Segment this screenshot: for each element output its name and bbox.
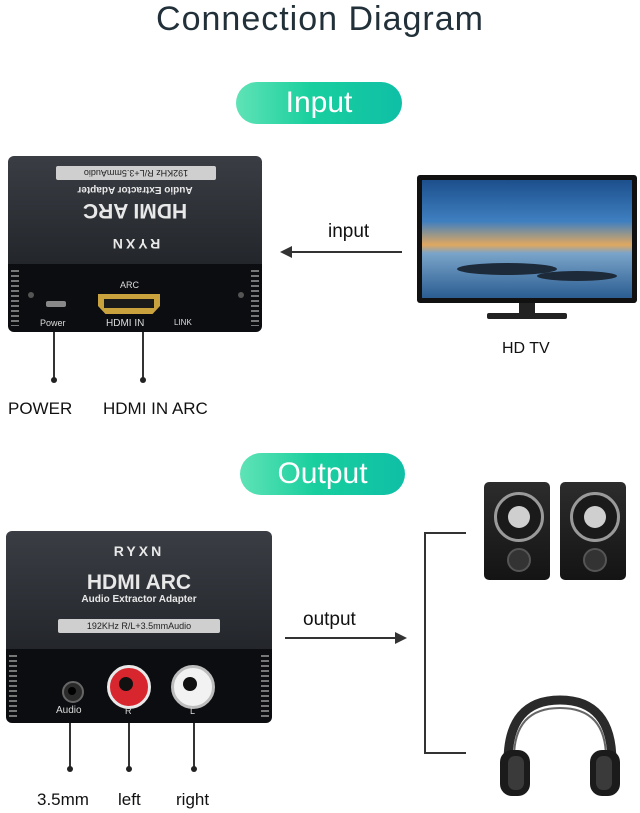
left-callout: left bbox=[118, 790, 141, 809]
input-device-subtitle: Audio Extractor Adapter bbox=[77, 184, 193, 195]
audio-label: Audio bbox=[56, 705, 82, 716]
hd-tv-label: HD TV bbox=[502, 340, 550, 357]
tv-icon bbox=[417, 175, 639, 327]
input-arrow bbox=[290, 251, 402, 253]
input-pill: Input bbox=[236, 82, 402, 124]
3-5mm-callout: 3.5mm bbox=[37, 790, 89, 809]
output-arrow-label: output bbox=[303, 609, 356, 630]
output-device-spec: 192KHz R/L+3.5mmAudio bbox=[86, 621, 192, 631]
hdmi-in-arc-callout: HDMI IN ARC bbox=[103, 399, 208, 418]
input-device-model: HDMI ARC bbox=[82, 199, 188, 222]
hdmi-in-label: HDMI IN bbox=[106, 318, 145, 329]
input-device-brand: RYXN bbox=[109, 236, 161, 252]
power-callout: POWER bbox=[8, 399, 73, 418]
output-arrow bbox=[285, 637, 395, 639]
rca-white-port bbox=[171, 665, 215, 709]
input-arrow-label: input bbox=[328, 221, 370, 242]
headphones-icon bbox=[498, 692, 622, 802]
l-label: L bbox=[190, 706, 196, 716]
output-bracket bbox=[424, 532, 466, 754]
input-device-spec: 192KHz R/L+3.5mmAudio bbox=[83, 168, 189, 178]
input-adapter-device: 192KHz R/L+3.5mmAudio Audio Extractor Ad… bbox=[8, 156, 262, 332]
output-device-brand: RYXN bbox=[113, 543, 165, 559]
power-label: Power bbox=[40, 318, 66, 328]
power-port bbox=[46, 301, 66, 307]
output-device-model: HDMI ARC bbox=[86, 571, 192, 594]
page-title: Connection Diagram bbox=[156, 0, 484, 38]
output-adapter-device: RYXN HDMI ARC Audio Extractor Adapter 19… bbox=[6, 531, 272, 723]
right-callout: right bbox=[176, 790, 210, 809]
speakers-icon bbox=[484, 482, 630, 582]
output-pill: Output bbox=[240, 453, 405, 495]
r-label: R bbox=[125, 706, 132, 716]
output-device-subtitle: Audio Extractor Adapter bbox=[81, 594, 197, 605]
link-label: LINK bbox=[174, 318, 192, 327]
arc-label: ARC bbox=[120, 280, 140, 290]
